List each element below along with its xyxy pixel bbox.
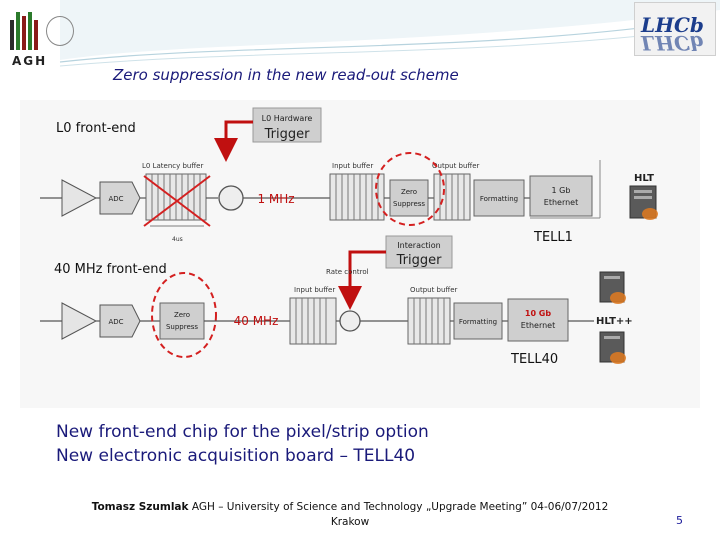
interaction-trigger-arrow bbox=[338, 250, 386, 310]
interaction-trigger-label-main: Trigger bbox=[396, 253, 442, 268]
tell1-zero-suppress-box bbox=[389, 179, 429, 217]
row1-adc-block bbox=[99, 181, 141, 215]
slide-footer: Tomasz Szumlak AGH – University of Scien… bbox=[70, 500, 630, 530]
hlt-label: HLT bbox=[634, 173, 654, 184]
row2-adc-block bbox=[99, 304, 141, 338]
tell1-zero-suppress-label-1: Zero bbox=[401, 188, 417, 196]
tell40-input-buffer-label: Input buffer bbox=[294, 286, 335, 294]
tell1-zero-suppress-label-2: Suppress bbox=[393, 200, 425, 208]
ethernet-1gb-box bbox=[529, 175, 593, 217]
tell1-output-buffer-label: Output buffer bbox=[432, 162, 480, 170]
l0-trigger-box bbox=[252, 107, 322, 143]
row2-adc-label: ADC bbox=[108, 318, 123, 326]
hltpp-server-icon-bottom bbox=[599, 331, 626, 364]
note-line-2: New electronic acquisition board – TELL4… bbox=[56, 446, 416, 466]
l0-trigger-label-top: L0 Hardware bbox=[262, 114, 313, 123]
agh-logo: AGH bbox=[4, 4, 74, 70]
footer-text: AGH – University of Science and Technolo… bbox=[191, 501, 609, 513]
tell1-zero-suppress-highlight bbox=[375, 152, 445, 226]
ethernet-10gb-box bbox=[507, 298, 569, 342]
slide-header bbox=[0, 0, 720, 70]
lhcb-logo-text: LHCb bbox=[641, 13, 704, 37]
agh-logo-text: AGH bbox=[12, 54, 48, 68]
hltpp-server-icon-top bbox=[599, 271, 626, 304]
row1-amplifier bbox=[61, 179, 98, 217]
latency-buffer-stack bbox=[145, 173, 207, 221]
frontend-zero-suppress-box bbox=[159, 302, 205, 340]
tell1-formatting-box bbox=[473, 179, 525, 217]
frontend-zero-suppress-highlight bbox=[151, 272, 217, 358]
note-line-1: New front-end chip for the pixel/strip o… bbox=[56, 422, 429, 442]
footer-author: Tomasz Szumlak bbox=[91, 501, 189, 513]
hlt-server-icon bbox=[629, 185, 658, 220]
latency-buffer-cross-2 bbox=[143, 175, 211, 227]
latency-buffer-label: L0 Latency buffer bbox=[142, 162, 203, 170]
tell40-formatting-box bbox=[453, 302, 503, 340]
ethernet-10gb-line2: Ethernet bbox=[521, 321, 555, 330]
frontend-40mhz-label: 40 MHz front-end bbox=[54, 262, 167, 277]
rate-control-switch bbox=[339, 310, 361, 332]
tell40-output-buffer bbox=[407, 297, 451, 345]
page-number: 5 bbox=[676, 514, 683, 527]
l0-trigger-arrow bbox=[214, 120, 253, 162]
tell40-output-buffer-label: Output buffer bbox=[410, 286, 458, 294]
interaction-trigger-label-top: Interaction bbox=[397, 241, 440, 250]
agh-logo-bars bbox=[10, 12, 44, 50]
tell40-formatting-label: Formatting bbox=[459, 318, 497, 326]
diagram-background bbox=[20, 100, 700, 408]
l0-frontend-label: L0 front-end bbox=[56, 121, 136, 136]
tell40-label: TELL40 bbox=[511, 352, 559, 367]
tell1-input-buffer-label: Input buffer bbox=[332, 162, 373, 170]
row2-amplifier bbox=[61, 302, 98, 340]
footer-location: Krakow bbox=[330, 516, 370, 528]
frontend-zero-suppress-label-1: Zero bbox=[174, 311, 190, 319]
l0-accept-switch bbox=[218, 185, 244, 211]
footer-line-1: Tomasz Szumlak AGH – University of Scien… bbox=[70, 500, 630, 515]
university-seal bbox=[46, 16, 74, 46]
ethernet-10gb-line1: 10 Gb bbox=[525, 309, 551, 318]
frontend-zero-suppress-label-2: Suppress bbox=[166, 323, 198, 331]
latency-time-label: 4us bbox=[172, 236, 183, 243]
hltpp-label: HLT++ bbox=[596, 316, 633, 327]
tell1-input-buffer bbox=[329, 173, 385, 221]
lhcb-logo: LHCb LHCb bbox=[634, 2, 716, 56]
row1-adc-label: ADC bbox=[108, 195, 123, 203]
tell1-output-buffer bbox=[433, 173, 471, 221]
tell1-formatting-label: Formatting bbox=[480, 195, 518, 203]
tell1-label: TELL1 bbox=[534, 230, 573, 245]
slide-title: Zero suppression in the new read-out sch… bbox=[113, 66, 459, 84]
l0-trigger-label-main: Trigger bbox=[264, 127, 310, 142]
rate-1mhz-label: 1 MHz bbox=[257, 192, 294, 206]
rate-control-label: Rate control bbox=[326, 268, 369, 276]
rate-40mhz-label: 40 MHz bbox=[234, 314, 279, 328]
ethernet-1gb-line2: Ethernet bbox=[544, 198, 578, 207]
ethernet-1gb-line1: 1 Gb bbox=[552, 186, 571, 195]
header-swoosh bbox=[59, 0, 720, 67]
tell40-input-buffer bbox=[289, 297, 337, 345]
